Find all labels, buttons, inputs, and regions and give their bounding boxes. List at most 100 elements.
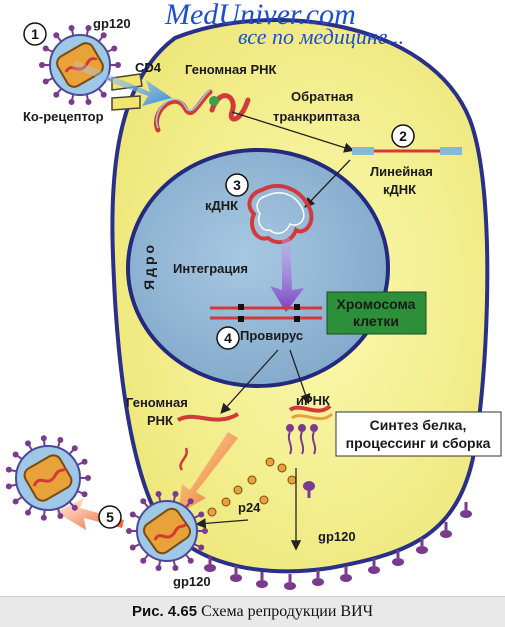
label-synthesis-2: процессинг и сборка — [346, 435, 491, 451]
virion-budding — [126, 490, 208, 572]
virion-released — [5, 435, 91, 521]
label-rt-2: транкриптаза — [273, 109, 361, 124]
gp120-spike — [5, 483, 12, 490]
gp120-spike — [172, 565, 179, 572]
step-5-number: 5 — [106, 509, 114, 525]
step-5-circle — [98, 505, 122, 529]
label-gp120-bottom: gp120 — [173, 574, 211, 589]
gp120-spike — [25, 509, 31, 516]
p24-dot — [233, 485, 243, 495]
gp120-spike — [198, 511, 205, 518]
p24-dot — [259, 495, 269, 505]
membrane-gp120-spike — [416, 546, 428, 554]
step-1-number: 1 — [31, 26, 39, 42]
gp120-spike — [129, 544, 136, 551]
gp120-spike — [198, 544, 205, 551]
gp120-spike — [57, 513, 64, 520]
ribosome — [286, 424, 294, 432]
figure-caption: Рис. 4.65 Схема репродукции ВИЧ — [0, 596, 505, 627]
step-3-number: 3 — [233, 177, 241, 193]
membrane-gp120-spike — [256, 580, 268, 588]
reverse-transcriptase-enzyme — [209, 96, 219, 106]
gp120-spike — [155, 490, 162, 497]
gp120-spike — [42, 45, 49, 52]
step-2-number: 2 — [399, 128, 407, 144]
step-4-number: 4 — [224, 330, 232, 346]
label-linear-cdna-1: Линейная — [370, 164, 433, 179]
label-mrna: иРНК — [296, 393, 330, 408]
membrane-gp120-spike — [392, 558, 404, 566]
p24-proteins — [207, 457, 297, 517]
genomic-rna-top — [153, 89, 213, 133]
gp120-spike — [100, 32, 107, 39]
label-coreceptor: Ко-рецептор — [23, 109, 104, 124]
gp120-spike — [81, 491, 88, 498]
gp120-spike — [187, 557, 194, 564]
gp120-spike — [25, 440, 31, 447]
chromosome-box — [326, 291, 427, 335]
linear-cdna — [352, 147, 462, 155]
mrna — [288, 404, 332, 413]
gp120-spike — [40, 435, 47, 442]
step-1-circle — [23, 22, 47, 46]
gp120-spike — [5, 466, 12, 473]
gp120-spike — [187, 498, 194, 505]
gp120-spike — [39, 62, 45, 68]
polysome — [286, 424, 318, 455]
assembly-arrow — [178, 432, 238, 514]
integration-arrow — [270, 238, 304, 312]
step-2-circle — [391, 124, 415, 148]
membrane-gp120-spike — [284, 582, 296, 590]
caption-text: Схема репродукции ВИЧ — [201, 603, 374, 620]
gp120-spike — [81, 458, 88, 465]
label-cdna: кДНК — [205, 198, 238, 213]
membrane-gp120-spike — [340, 574, 352, 582]
label-synthesis-1: Синтез белка, — [370, 417, 467, 433]
p24-dot — [277, 463, 287, 473]
chromosome-label-2: клетки — [353, 313, 399, 329]
p24-dot — [247, 475, 257, 485]
membrane-gp120-spike — [230, 574, 242, 582]
gp120-spike — [12, 451, 19, 458]
gp120-spike — [40, 514, 47, 521]
gp120-spike — [85, 99, 92, 106]
gp120-spike — [140, 557, 147, 564]
membrane-gp120-spike — [440, 530, 452, 538]
nucleus — [126, 148, 390, 388]
gp120-spike — [68, 99, 75, 106]
gp120-spike — [42, 78, 49, 85]
step-3-circle — [225, 173, 249, 197]
caption-figure-number: Рис. 4.65 — [131, 603, 198, 620]
genomic-rna-bottom — [176, 412, 240, 422]
membrane-gp120-spike — [312, 578, 324, 586]
step-4-circle — [216, 326, 240, 350]
gp120-mid-spike — [303, 481, 315, 498]
label-genomic-rna-bottom-1: Геномная — [126, 395, 188, 410]
gp120-spike — [129, 511, 136, 518]
p24-dot — [265, 457, 275, 467]
gp120-spike — [85, 475, 91, 481]
gp120-spike — [53, 91, 60, 98]
gp120-spike — [140, 498, 147, 505]
label-integration: Интеграция — [173, 261, 248, 276]
membrane-gp120-spike — [204, 564, 216, 572]
gp120-spike — [71, 504, 78, 511]
provirus-dna — [210, 304, 322, 322]
ribosome — [310, 424, 318, 432]
label-linear-cdna-2: кДНК — [383, 182, 416, 197]
gp120-spike — [172, 490, 179, 497]
gp120-spike — [53, 32, 60, 39]
membrane-gp120-spike — [460, 510, 472, 518]
gp120-spike — [12, 498, 19, 505]
ribosome — [298, 424, 306, 432]
p24-dot — [287, 475, 297, 485]
gp120-spike — [100, 91, 107, 98]
p24-dot — [221, 497, 231, 507]
label-p24: p24 — [238, 500, 261, 515]
gp120-spike — [57, 436, 64, 443]
label-genomic-rna-top: Геномная РНК — [185, 62, 277, 77]
gp120-spike — [85, 24, 92, 31]
label-gp120-mid: gp120 — [318, 529, 356, 544]
label-nucleus: Ядро — [141, 242, 157, 290]
membrane-gp120-spike — [368, 566, 380, 574]
